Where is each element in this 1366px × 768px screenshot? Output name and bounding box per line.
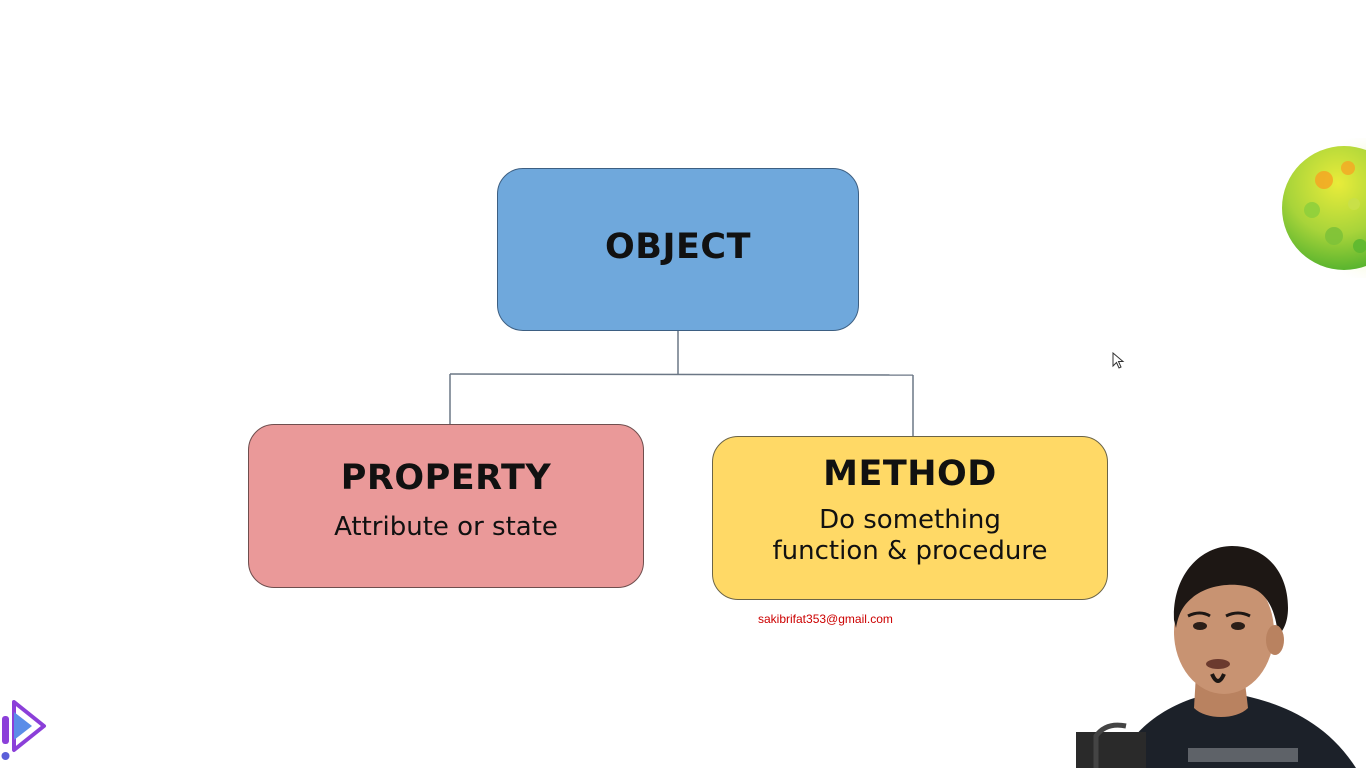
presenter-webcam-overlay bbox=[1076, 546, 1356, 768]
method-subtitle-line-1: Do something bbox=[819, 505, 1001, 536]
property-node-subtitle: Attribute or state bbox=[334, 512, 558, 543]
connector-horizontal-bar bbox=[449, 373, 914, 376]
property-node-title: PROPERTY bbox=[340, 458, 552, 499]
planet-icon bbox=[1268, 138, 1366, 278]
email-watermark: sakibrifat353@gmail.com bbox=[758, 612, 893, 626]
object-node: OBJECT bbox=[497, 168, 859, 331]
property-node: PROPERTY Attribute or state bbox=[248, 424, 644, 588]
brand-logo-icon bbox=[1, 700, 46, 760]
property-subtitle-line: Attribute or state bbox=[334, 511, 558, 542]
method-node-title: METHOD bbox=[823, 453, 997, 494]
method-node: METHOD Do something function & procedure bbox=[712, 436, 1108, 600]
object-node-title: OBJECT bbox=[605, 227, 751, 268]
method-subtitle-line-2: function & procedure bbox=[772, 536, 1048, 567]
method-node-subtitle: Do something function & procedure bbox=[773, 505, 1048, 567]
mouse-cursor-icon bbox=[1112, 352, 1125, 369]
